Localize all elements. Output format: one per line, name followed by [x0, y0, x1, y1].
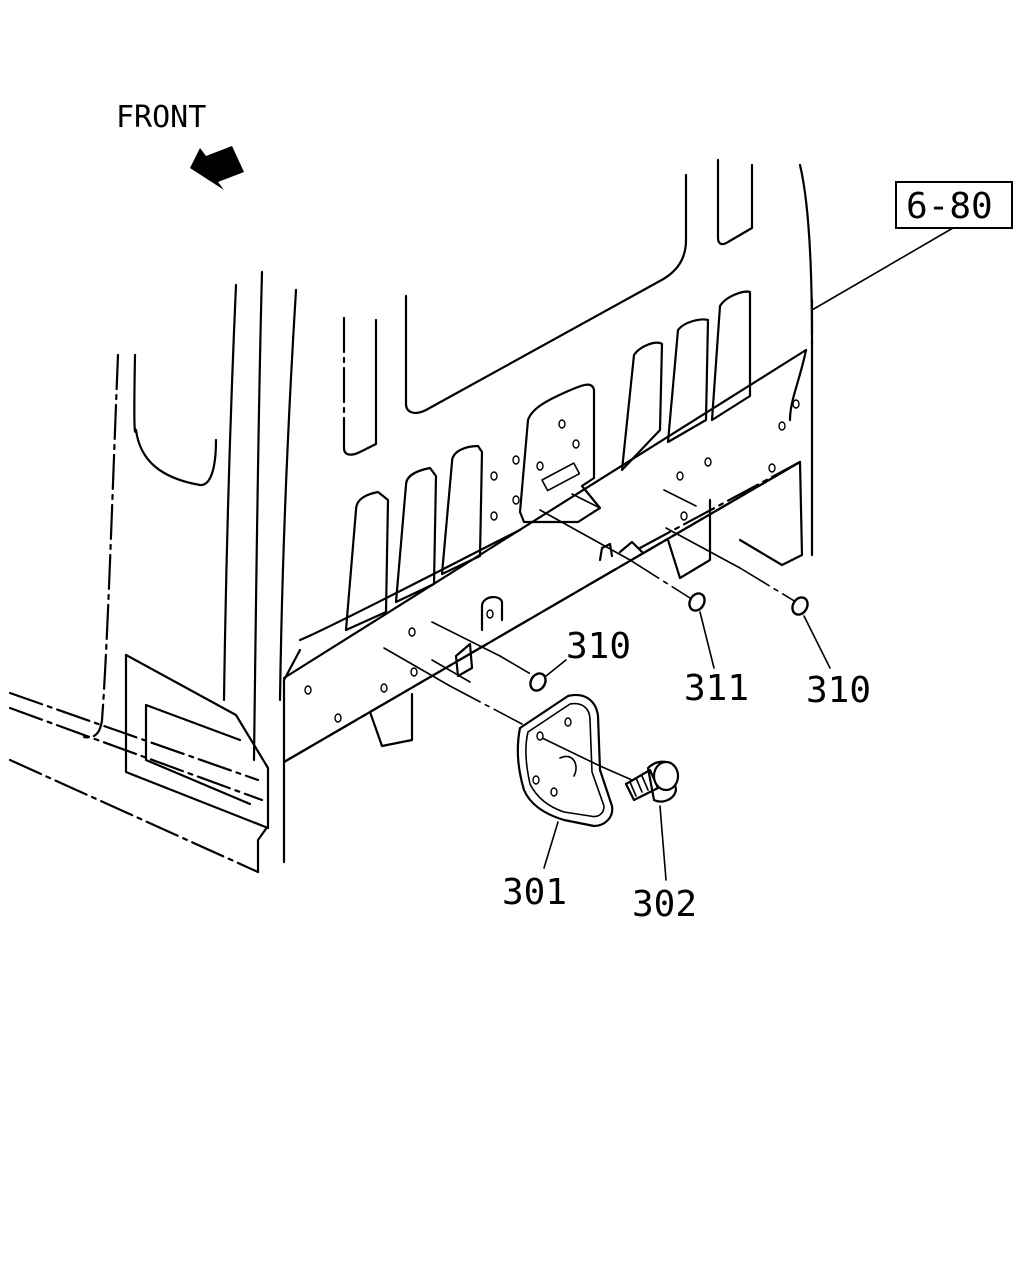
callout-310-left: 310 [566, 626, 631, 667]
callout-301: 301 [502, 872, 567, 913]
mounting-holes [304, 399, 800, 723]
part-302-bolt[interactable] [624, 760, 680, 803]
callout-311: 311 [684, 668, 749, 709]
reference-leader-line [811, 227, 954, 311]
assembly-lines [383, 489, 797, 781]
callout-310-right: 310 [806, 670, 871, 711]
cab-body [8, 158, 814, 874]
reference-label: 6-80 [906, 186, 993, 227]
leader-lines [543, 611, 831, 881]
part-311-washer[interactable] [686, 591, 707, 614]
part-301-bracket[interactable] [516, 693, 614, 828]
part-310-left-washer[interactable] [527, 671, 548, 694]
reference-box[interactable]: 6-80 [895, 181, 1013, 229]
front-label: FRONT [116, 100, 206, 135]
part-310-right-washer[interactable] [789, 595, 810, 618]
lower-tab [480, 596, 504, 632]
callout-302: 302 [632, 884, 697, 925]
lower-tab-plate [454, 642, 474, 678]
front-arrow-icon [190, 146, 244, 190]
center-bracket [518, 383, 602, 524]
body-ribs [344, 290, 752, 632]
